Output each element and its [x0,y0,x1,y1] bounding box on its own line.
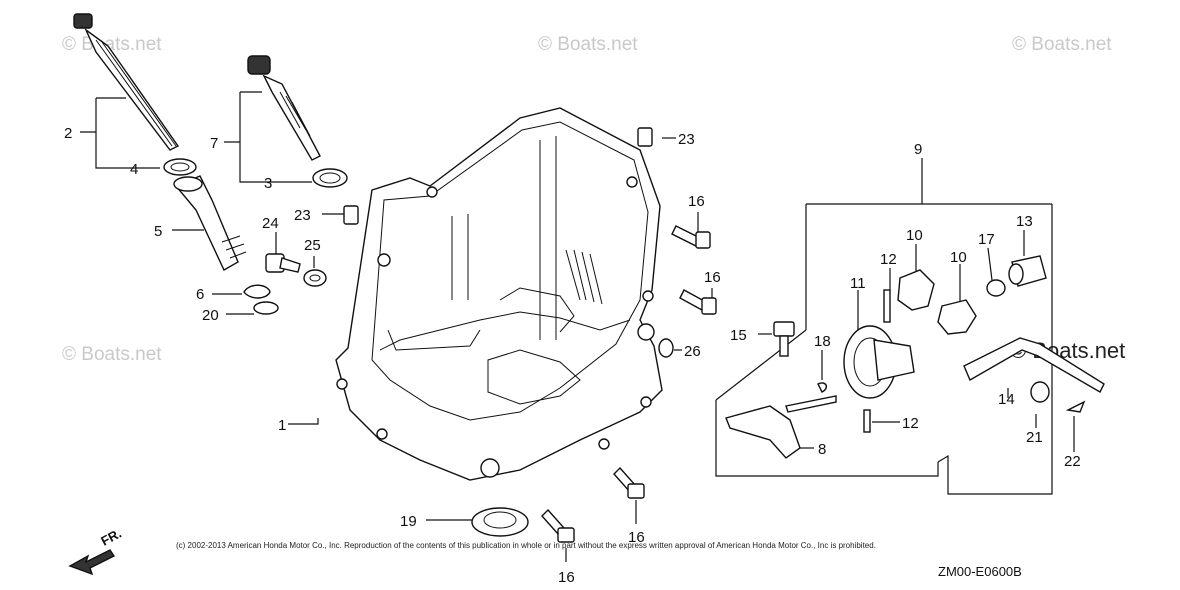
callout-12-upper: 12 [880,251,897,268]
dowel-23-upper [637,127,653,147]
callout-26: 26 [684,343,701,360]
watermark-top-right: © Boats.net [1012,34,1112,55]
callout-9: 9 [914,141,922,158]
weight-10-right [937,299,977,335]
callout-6: 6 [196,286,204,303]
callout-11: 11 [850,275,866,292]
callout-23-left: 23 [294,207,311,224]
callout-24: 24 [262,215,279,232]
o-ring-4 [163,158,197,176]
callout-16-lower: 16 [628,529,645,546]
callout-16-mid: 16 [704,269,721,286]
callout-25: 25 [304,237,321,254]
washer-17 [986,279,1006,297]
leader-lines [80,91,1075,562]
washer-20 [253,301,279,315]
watermark-top-center: © Boats.net [538,34,638,55]
callout-4: 4 [130,161,138,178]
callout-10-right: 10 [950,249,967,266]
bolt-15 [773,321,795,357]
governor-frame [715,203,1053,495]
governor-shaft-8 [725,395,837,459]
o-ring-3 [312,168,348,188]
weight-10-left [897,269,935,311]
callout-15: 15 [730,327,747,344]
callout-8: 8 [818,441,826,458]
pin-12-lower [863,409,871,433]
washer-25 [303,269,327,287]
crankcase-cover-part [335,107,663,481]
watermark-top-left: © Boats.net [62,34,162,55]
dowel-23-left [343,205,359,225]
washer-21 [1030,381,1050,403]
oil-seal-19 [471,507,529,537]
pin-22 [1065,400,1086,413]
callout-16-upper: 16 [688,193,705,210]
callout-2: 2 [64,125,72,142]
callout-5: 5 [154,223,162,240]
callout-20: 20 [202,307,219,324]
oil-filler-tube-part [173,175,247,271]
callout-22: 22 [1064,453,1081,470]
dipstick-short-part [247,55,321,161]
pin-12-upper [883,289,891,323]
callout-21: 21 [1026,429,1043,446]
callout-18: 18 [814,333,831,350]
callout-1: 1 [278,417,286,434]
callout-12-lower: 12 [902,415,919,432]
clip-6 [243,284,271,299]
callout-19: 19 [400,513,417,530]
front-arrow-icon: FR. [68,526,124,576]
governor-gear-11 [843,325,915,399]
callout-numbers: 2 4 5 6 20 7 3 24 25 1 23 23 16 16 26 19… [64,125,1081,586]
callout-17: 17 [978,231,995,248]
washer-26 [658,338,674,358]
callout-3: 3 [264,175,272,192]
front-label: FR. [98,526,124,549]
copyright-text: (c) 2002-2013 American Honda Motor Co., … [176,541,876,550]
drain-bolt-24 [265,253,301,273]
clip-18 [817,382,828,393]
callout-23-upper: 23 [678,131,695,148]
callout-7: 7 [210,135,218,152]
diagram-code: ZM00-E0600B [938,564,1022,579]
callout-10-left: 10 [906,227,923,244]
dipstick-part [73,13,180,151]
callout-14: 14 [998,391,1015,408]
callout-13: 13 [1016,213,1033,230]
callout-16-bottom: 16 [558,569,575,586]
governor-arm-14 [963,337,1105,393]
watermark-mid-left: © Boats.net [62,344,162,365]
